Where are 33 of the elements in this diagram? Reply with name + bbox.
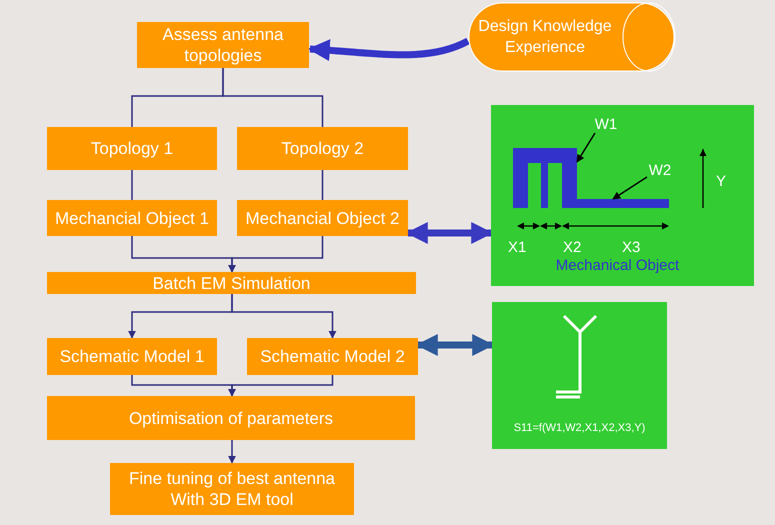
connector-line	[322, 170, 324, 200]
dimension-label: W1	[591, 115, 621, 133]
dimension-label: X3	[622, 239, 640, 256]
schematic-model-panel	[492, 302, 667, 449]
panel-caption: Mechanical Object	[554, 257, 680, 274]
dimension-label: W2	[645, 161, 675, 179]
axis-label: Y	[716, 173, 726, 190]
process-box: Schematic Model 1	[47, 338, 217, 375]
dimension-label: X1	[508, 239, 526, 256]
formula-text: S11=f(W1,W2,X1,X2,X3,Y)	[512, 422, 646, 434]
process-box: Optimisation of parameters	[47, 396, 415, 440]
process-box: Schematic Model 2	[247, 338, 418, 375]
process-box: Topology 2	[237, 127, 408, 170]
mechanical-object-panel	[491, 105, 754, 286]
arrow	[231, 294, 336, 339]
antenna-strip-drawing	[577, 199, 669, 208]
leader-line	[612, 176, 648, 200]
dimension-label: X2	[563, 239, 582, 256]
process-box: Batch EM Simulation	[47, 272, 416, 294]
arrow	[228, 375, 334, 397]
arrow	[228, 236, 324, 273]
arrow	[228, 440, 236, 464]
connector-line	[222, 68, 324, 127]
process-box: Assess antenna topologies	[137, 22, 309, 68]
knowledge-cylinder: Design Knowledge Experience	[468, 2, 675, 72]
process-box: Mechancial Object 1	[47, 200, 217, 236]
connector-line	[131, 170, 133, 200]
curved-arrow	[308, 38, 470, 62]
antenna-comb-drawing	[513, 148, 577, 208]
process-box: Fine tuning of best antenna With 3D EM tool	[110, 463, 354, 515]
leader-line	[576, 132, 596, 163]
process-box: Topology 1	[47, 127, 217, 170]
process-box: Mechancial Object 2	[237, 200, 408, 236]
